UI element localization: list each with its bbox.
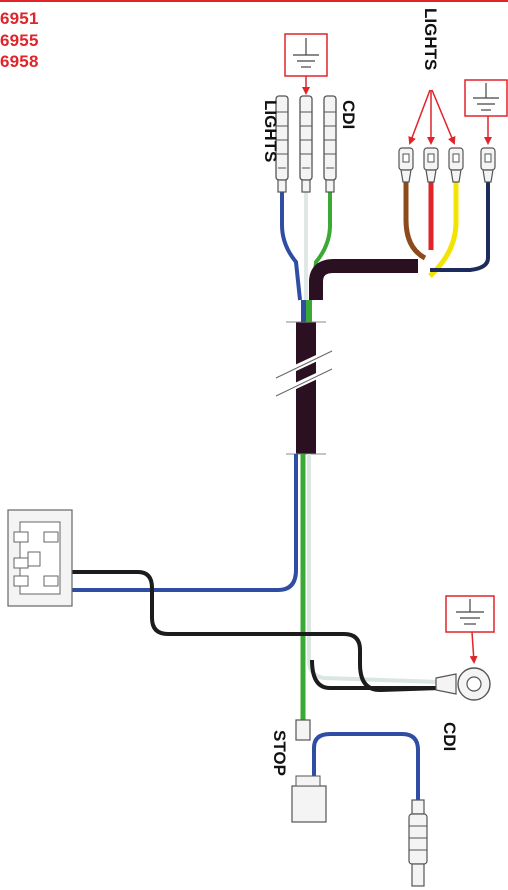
top-right-plug-group (309, 147, 496, 300)
ring-terminal (435, 667, 491, 701)
stop-label: STOP (270, 730, 289, 776)
cdi-label-bottom: CDI (440, 722, 459, 751)
white-wire-lower (307, 454, 441, 684)
part-number: 6951 (0, 9, 39, 28)
header-rule (0, 0, 508, 2)
part-number: 6955 (0, 30, 39, 50)
lights-arrows (408, 89, 456, 145)
part-number-list: 6951 6955 6958 (0, 8, 39, 73)
blue-wire-lower (72, 454, 298, 592)
ground-symbol-icon (464, 79, 508, 145)
black-wire-ring-2 (310, 659, 440, 690)
cdi-label-top: CDI (339, 100, 358, 129)
lights-label-left: LIGHTS (261, 100, 280, 162)
black-wire-lower (72, 570, 441, 693)
main-trunk (272, 300, 336, 455)
green-wire-top (310, 190, 332, 301)
blue-wire-stop-cdi (312, 732, 420, 800)
cdi-bottom-connector (408, 799, 428, 887)
navy-wire (430, 182, 490, 272)
branch-sheath (309, 259, 418, 300)
ground-symbol-icon (284, 33, 328, 95)
top-plug-group (275, 95, 337, 301)
lights-label-top-right: LIGHTS (421, 8, 440, 70)
blue-wire-top (280, 190, 302, 301)
ground-symbol-icon (445, 595, 495, 664)
part-number: 6958 (0, 52, 39, 71)
yellow-wire (428, 182, 459, 278)
brown-wire (403, 182, 427, 261)
bullet-plug (275, 95, 337, 181)
left-multi-connector (7, 509, 73, 607)
stop-connector (291, 719, 327, 823)
